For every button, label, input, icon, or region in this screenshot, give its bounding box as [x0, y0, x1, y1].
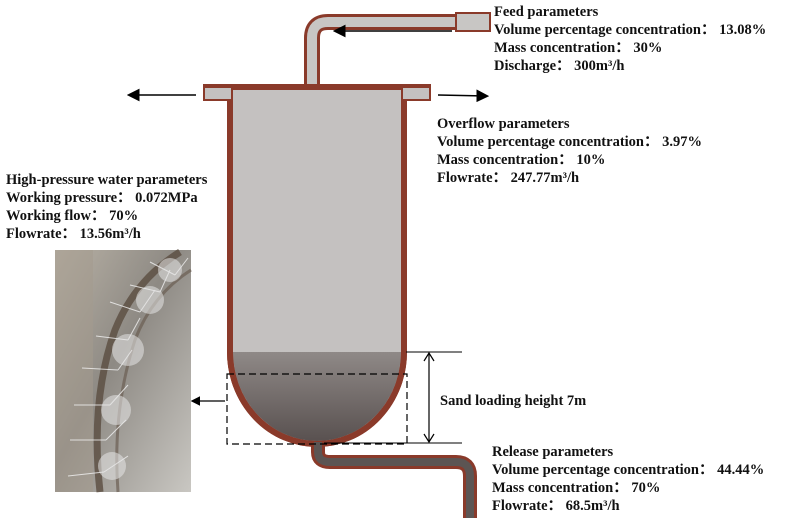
release-title: Release parameters	[492, 444, 614, 460]
overflow-volume-concentration: Volume percentage concentration： 3.97%	[437, 134, 702, 150]
feed-title: Feed parameters	[494, 4, 599, 20]
high-pressure-water-parameters: High-pressure water parameters Working p…	[6, 171, 207, 243]
dimension-bottom-tick	[423, 433, 435, 444]
overflow-flowrate: Flowrate： 247.77m³/h	[437, 170, 580, 186]
feed-volume-concentration: Volume percentage concentration： 13.08%	[494, 22, 767, 38]
release-mass-concentration: Mass concentration： 70%	[492, 480, 661, 496]
spray-nozzle-photo	[55, 249, 192, 493]
overflow-mass-concentration: Mass concentration： 10%	[437, 152, 606, 168]
release-flowrate: Flowrate： 68.5m³/h	[492, 498, 620, 514]
feed-inlet-end	[455, 12, 491, 32]
dimension-top-tick	[423, 351, 435, 362]
right-overflow-arrow	[437, 89, 490, 103]
right-flange-cap	[402, 84, 430, 88]
release-parameters: Release parameters Volume percentage con…	[492, 443, 764, 515]
sand-loading-height-label: Sand loading height 7m	[440, 393, 587, 409]
hp-working-pressure: Working pressure： 0.072MPa	[6, 190, 198, 206]
hp-working-flow: Working flow： 70%	[6, 208, 139, 224]
hp-flowrate: Flowrate： 13.56m³/h	[6, 226, 141, 242]
overflow-parameters: Overflow parameters Volume percentage co…	[437, 115, 702, 187]
left-flange-cap	[204, 84, 232, 88]
feed-mass-concentration: Mass concentration： 30%	[494, 40, 663, 56]
spray-zone-box	[226, 373, 408, 445]
release-volume-concentration: Volume percentage concentration： 44.44%	[492, 462, 765, 478]
sand-region	[233, 352, 401, 441]
feed-pipe-inner	[307, 17, 460, 86]
feed-discharge: Discharge： 300m³/h	[494, 58, 625, 74]
overflow-title: Overflow parameters	[437, 116, 570, 132]
feed-parameters: Feed parameters Volume percentage concen…	[494, 3, 766, 75]
release-pipe-inner	[314, 442, 474, 518]
hp-title: High-pressure water parameters	[6, 172, 208, 188]
release-pipe	[311, 442, 477, 518]
